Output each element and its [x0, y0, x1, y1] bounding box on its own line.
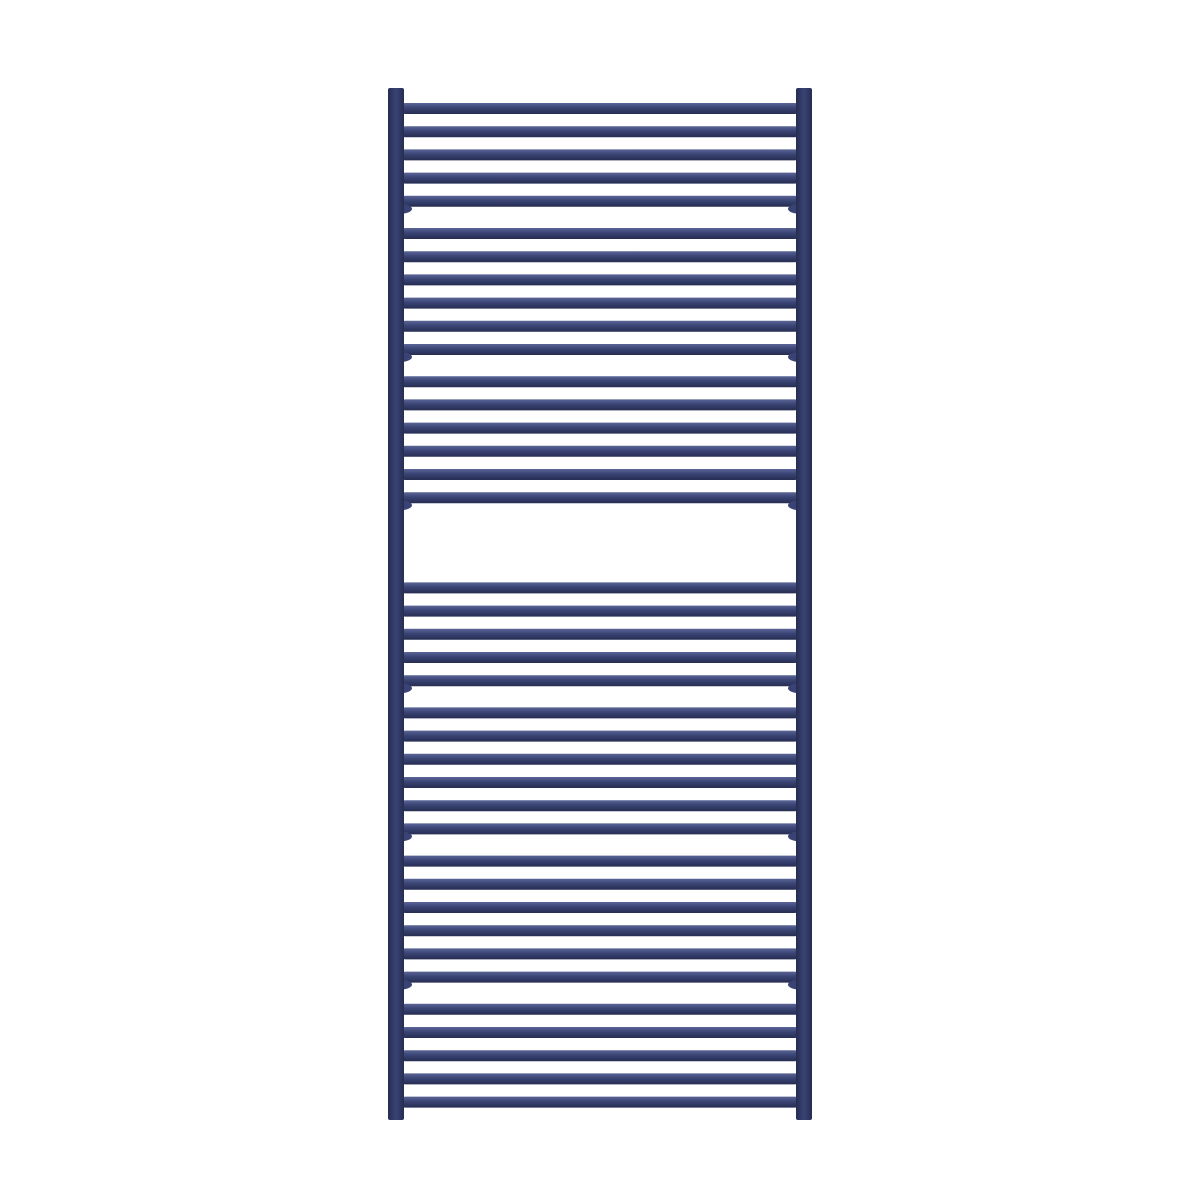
left-post	[388, 88, 404, 1120]
horizontal-bars	[388, 103, 812, 1108]
rail-bar	[400, 902, 800, 913]
rail-bar	[400, 971, 800, 983]
rail-bar	[400, 344, 800, 355]
rail-bar	[400, 652, 800, 663]
rail-bar	[400, 320, 800, 332]
rail-bar	[400, 925, 800, 937]
rail-bar	[400, 492, 800, 504]
rail-bar	[400, 376, 800, 388]
rail-bar	[400, 1096, 800, 1108]
right-post	[796, 88, 812, 1120]
rail-bar	[400, 103, 800, 114]
vertical-posts	[388, 88, 812, 1120]
rail-bar	[400, 730, 800, 742]
rail-bar	[400, 1003, 800, 1015]
rail-bar	[400, 1073, 800, 1085]
rail-bar	[400, 855, 800, 867]
rail-bar	[400, 149, 800, 161]
rail-bar	[400, 605, 800, 617]
rail-bar	[400, 628, 800, 640]
rail-bar	[400, 274, 800, 286]
rail-bar	[400, 948, 800, 960]
rail-bar	[400, 297, 800, 309]
rail-bar	[400, 399, 800, 411]
rail-bar	[400, 823, 800, 835]
rail-bar	[400, 777, 800, 788]
rail-bar	[400, 469, 800, 480]
rail-bar	[400, 172, 800, 184]
rail-bar	[400, 126, 800, 138]
rail-bar	[400, 878, 800, 890]
rail-bar	[400, 1027, 800, 1038]
rail-bar	[400, 800, 800, 812]
rail-bar	[400, 422, 800, 434]
rail-bar	[400, 675, 800, 687]
rail-bar	[400, 228, 800, 239]
rail-bar	[400, 582, 800, 594]
rail-bar	[400, 753, 800, 765]
rail-bar	[400, 251, 800, 263]
rail-bar	[400, 707, 800, 719]
rail-bar	[400, 1050, 800, 1062]
rail-bar	[400, 195, 800, 207]
rail-bar	[400, 445, 800, 457]
